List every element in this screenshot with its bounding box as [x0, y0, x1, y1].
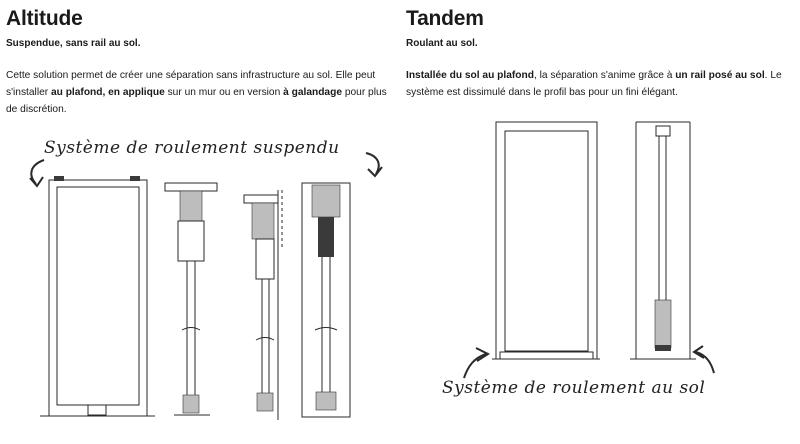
tandem-title: Tandem [406, 7, 484, 30]
tandem-section: Tandem Roulant au sol. Installée du sol … [406, 0, 796, 101]
altitude-section-pocket [301, 182, 351, 418]
suspended-system-label: Système de roulement suspendu [44, 138, 340, 158]
altitude-section: Altitude Suspendue, sans rail au sol. Ce… [6, 0, 398, 118]
altitude-subtitle: Suspendue, sans rail au sol. [6, 38, 141, 49]
altitude-section-wall [243, 190, 283, 420]
right-arrow-icon [365, 152, 383, 178]
right-arrow-icon-bottom-right [692, 345, 715, 374]
altitude-description: Cette solution permet de créer une sépar… [6, 70, 387, 115]
tandem-section [630, 121, 696, 360]
right-arrow-icon-bottom [463, 347, 491, 379]
tandem-front-elevation [492, 121, 600, 360]
floor-system-label: Système de roulement au sol [442, 378, 706, 398]
altitude-front-elevation [40, 176, 155, 417]
left-arrow-icon [29, 159, 45, 188]
tandem-subtitle: Roulant au sol. [406, 38, 478, 49]
altitude-section-ceiling [164, 182, 218, 416]
tandem-description: Installée du sol au plafond, la séparati… [406, 70, 782, 98]
altitude-title: Altitude [6, 7, 83, 30]
